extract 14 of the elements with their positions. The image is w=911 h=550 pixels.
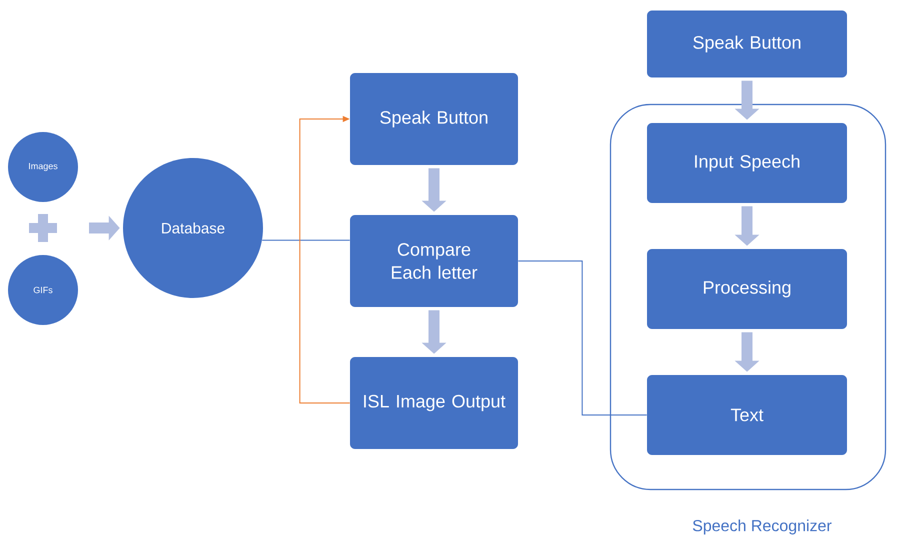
connector-line <box>262 240 350 241</box>
process-box: Input Speech <box>647 123 847 203</box>
process-box: ISL Image Output <box>350 357 518 449</box>
group-title: Speech Recognizer <box>692 520 832 534</box>
circle-node: Images <box>8 132 78 202</box>
process-box: Processing <box>647 249 847 329</box>
connector-line <box>518 260 648 416</box>
circle-node: Database <box>123 158 263 298</box>
process-box: Speak Button <box>647 10 847 78</box>
process-box: Speak Button <box>350 73 518 165</box>
arrow <box>299 116 350 404</box>
process-box: Compare Each letter <box>350 215 518 307</box>
circle-node: GIFs <box>8 255 78 325</box>
process-box: Text <box>647 375 847 455</box>
